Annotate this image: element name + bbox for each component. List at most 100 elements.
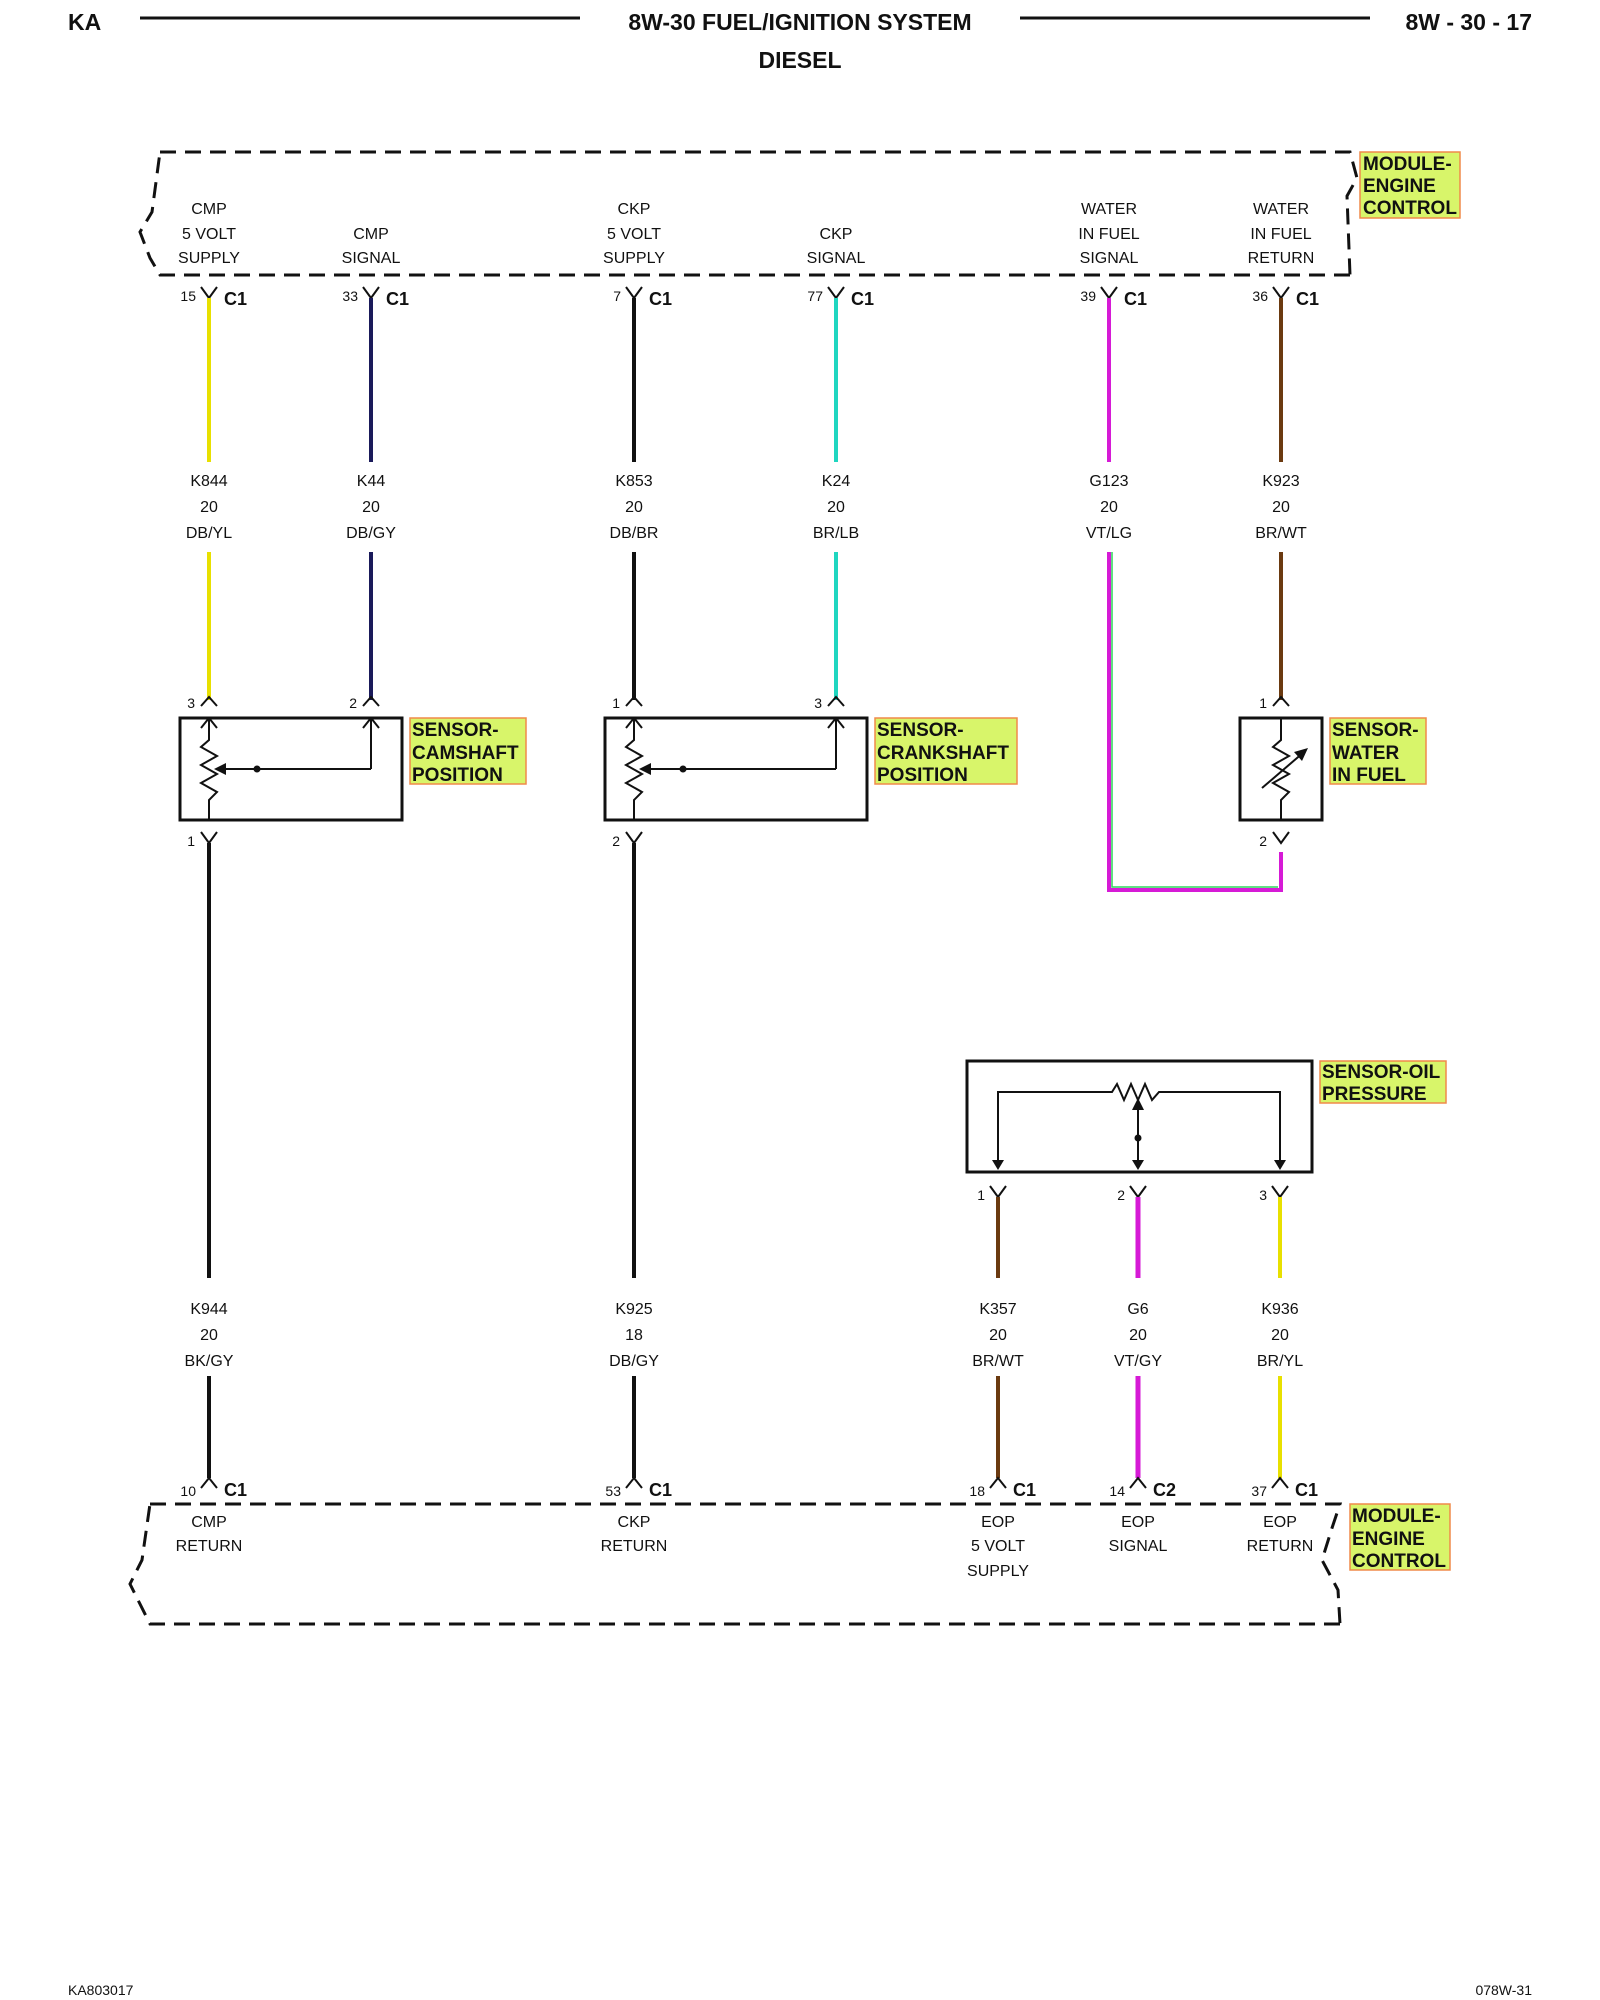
oil-pin3-arrow: [1274, 1160, 1286, 1170]
top-module-label-1: MODULE-: [1363, 154, 1452, 175]
oil-pin-2-symbol: [1129, 1185, 1147, 1199]
bwire-2-gauge: 18: [625, 1327, 643, 1344]
wire-5-circuit: G123: [1089, 473, 1128, 490]
camshaft-pin-out: 1: [187, 833, 195, 849]
camshaft-sensor: 3 2 1 SENSOR- CAMSHAFT POSITION: [178, 695, 527, 849]
top-connector-2-symbol: [362, 286, 380, 300]
top-module-label-3: CONTROL: [1363, 198, 1457, 219]
bottom-module-label-2: ENGINE: [1352, 1529, 1425, 1550]
wire-3-color: DB/BR: [610, 525, 659, 542]
top-pin-2-line-2: SIGNAL: [342, 250, 401, 267]
wire-6-gauge: 20: [1272, 499, 1290, 516]
oil-pin-2: 2: [1117, 1187, 1125, 1203]
water-variable-arrowhead: [1294, 748, 1308, 761]
wire-3-gauge: 20: [625, 499, 643, 516]
top-module-label: MODULE- ENGINE CONTROL: [1359, 151, 1461, 219]
bottom-connector-4-symbol: [1129, 1476, 1147, 1489]
top-connector-3: 7 C1: [613, 286, 672, 309]
crankshaft-resistor: [623, 718, 645, 820]
oil-sensor-box: [965, 1059, 1314, 1174]
oil-pin-1-symbol: [989, 1185, 1007, 1199]
bottom-pin-3-line-1: EOP: [981, 1514, 1015, 1531]
top-wire-labels: K844 20 DB/YL K44 20 DB/GY K853 20 DB/BR…: [186, 473, 1307, 542]
page-subtitle: DIESEL: [758, 47, 841, 73]
top-pin-5-line-3: SIGNAL: [1080, 250, 1139, 267]
top-connector-6: 36 C1: [1252, 286, 1319, 309]
water-pin-out-symbol: [1272, 831, 1290, 845]
bottom-pin-2-line-1: CKP: [618, 1514, 651, 1531]
water-label-1: SENSOR-: [1332, 720, 1419, 741]
top-connector-5-pin: 39: [1080, 288, 1096, 304]
crankshaft-wiper-dot: [679, 765, 687, 773]
page-number: 8W - 30 - 17: [1405, 9, 1532, 35]
camshaft-pin-a: 3: [187, 695, 195, 711]
bottom-connector-3-symbol: [989, 1476, 1007, 1489]
top-connector-2-pin: 33: [342, 288, 358, 304]
top-connector-2-id: C1: [386, 289, 409, 309]
crankshaft-label-2: CRANKSHAFT: [877, 743, 1009, 764]
top-connector-3-id: C1: [649, 289, 672, 309]
bottom-module-highlight: [1349, 1503, 1451, 1571]
bottom-pin-3-line-2: 5 VOLT: [971, 1538, 1025, 1555]
water-label-2: WATER: [1332, 743, 1399, 764]
camshaft-wiper-arrow: [214, 763, 226, 775]
bottom-connector-2: 53 C1: [605, 1476, 672, 1500]
top-connector-6-pin: 36: [1252, 288, 1268, 304]
wire-4-color: BR/LB: [813, 525, 859, 542]
page-title: 8W-30 FUEL/IGNITION SYSTEM: [628, 9, 971, 35]
bwire-5-color: BR/YL: [1257, 1353, 1303, 1370]
top-connector-1-pin: 15: [180, 288, 196, 304]
footer-code-right: 078W-31: [1475, 1982, 1532, 1998]
camshaft-label-1: SENSOR-: [412, 720, 499, 741]
wire-g123-stripe: [1111, 552, 1278, 888]
top-pin-2-line-1: CMP: [353, 226, 389, 243]
bottom-connector-4: 14 C2: [1109, 1476, 1176, 1500]
top-pin-3-line-1: CKP: [618, 201, 651, 218]
camshaft-pin-a-arrow: [200, 716, 218, 729]
top-connector-6-symbol: [1272, 286, 1290, 300]
crankshaft-label-3: POSITION: [877, 765, 968, 786]
wire-g123-lower: [1107, 552, 1283, 892]
bottom-module-label-1: MODULE-: [1352, 1506, 1441, 1527]
top-module-highlight: [1359, 151, 1461, 219]
wire-4-circuit: K24: [822, 473, 851, 490]
crankshaft-pin-b: 3: [814, 695, 822, 711]
top-pin-1-line-3: SUPPLY: [178, 250, 240, 267]
bwire-4-gauge: 20: [1129, 1327, 1147, 1344]
top-connector-1-id: C1: [224, 289, 247, 309]
top-connector-4-symbol: [827, 286, 845, 300]
bottom-pin-4-line-1: EOP: [1121, 1514, 1155, 1531]
crankshaft-sensor: 1 3 2 SENSOR- CRANKSHAFT POSITION: [603, 695, 1018, 849]
camshaft-pin-b: 2: [349, 695, 357, 711]
top-pin-6-line-1: WATER: [1253, 201, 1309, 218]
camshaft-resistor: [198, 718, 220, 820]
top-connector-3-symbol: [625, 286, 643, 300]
bwire-1-circuit: K944: [190, 1301, 227, 1318]
bottom-pin-1-line-2: RETURN: [176, 1538, 243, 1555]
wire-2-gauge: 20: [362, 499, 380, 516]
bottom-connector-2-symbol: [625, 1476, 643, 1489]
crankshaft-pin-out: 2: [612, 833, 620, 849]
bottom-connector-4-id: C2: [1153, 1480, 1176, 1500]
bottom-connector-4-pin: 14: [1109, 1483, 1125, 1499]
top-connector-2: 33 C1: [342, 286, 409, 309]
crankshaft-sensor-box: [603, 716, 869, 822]
crankshaft-wiper-arrow: [639, 763, 651, 775]
bwire-4-circuit: G6: [1127, 1301, 1148, 1318]
bottom-pin-4-line-2: SIGNAL: [1109, 1538, 1168, 1555]
camshaft-label-highlight: [409, 717, 527, 785]
wire-6-color: BR/WT: [1255, 525, 1307, 542]
wire-5-gauge: 20: [1100, 499, 1118, 516]
top-pin-1-line-2: 5 VOLT: [182, 226, 236, 243]
wire-4-gauge: 20: [827, 499, 845, 516]
oil-label-2: PRESSURE: [1322, 1084, 1427, 1105]
header-code: KA: [68, 9, 101, 35]
top-pin-4-line-2: SIGNAL: [807, 250, 866, 267]
bottom-connector-5-pin: 37: [1251, 1483, 1267, 1499]
top-pin-labels: CMP 5 VOLT SUPPLY CMP SIGNAL CKP 5 VOLT …: [178, 201, 1314, 267]
top-pin-5-line-1: WATER: [1081, 201, 1137, 218]
bottom-wire-labels: K944 20 BK/GY K925 18 DB/GY K357 20 BR/W…: [185, 1301, 1304, 1370]
bwire-1-gauge: 20: [200, 1327, 218, 1344]
wire-1-color: DB/YL: [186, 525, 232, 542]
top-connector-5-id: C1: [1124, 289, 1147, 309]
